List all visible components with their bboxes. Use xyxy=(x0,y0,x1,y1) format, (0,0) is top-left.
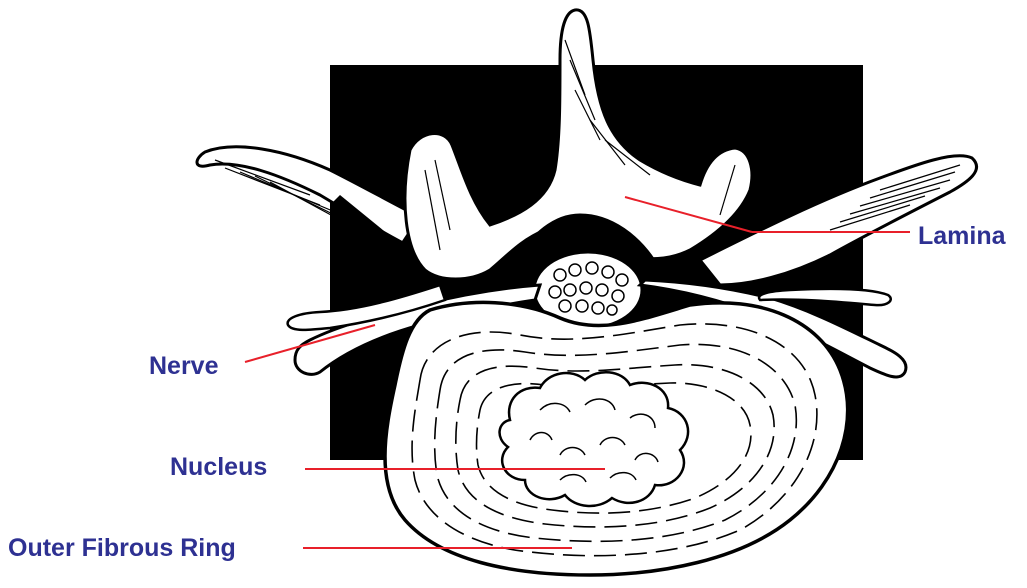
nucleus-label: Nucleus xyxy=(170,455,267,480)
outer-fibrous-ring-label: Outer Fibrous Ring xyxy=(8,536,236,561)
nerve-label: Nerve xyxy=(149,354,219,379)
lamina-label: Lamina xyxy=(918,224,1006,249)
nucleus xyxy=(500,372,689,506)
